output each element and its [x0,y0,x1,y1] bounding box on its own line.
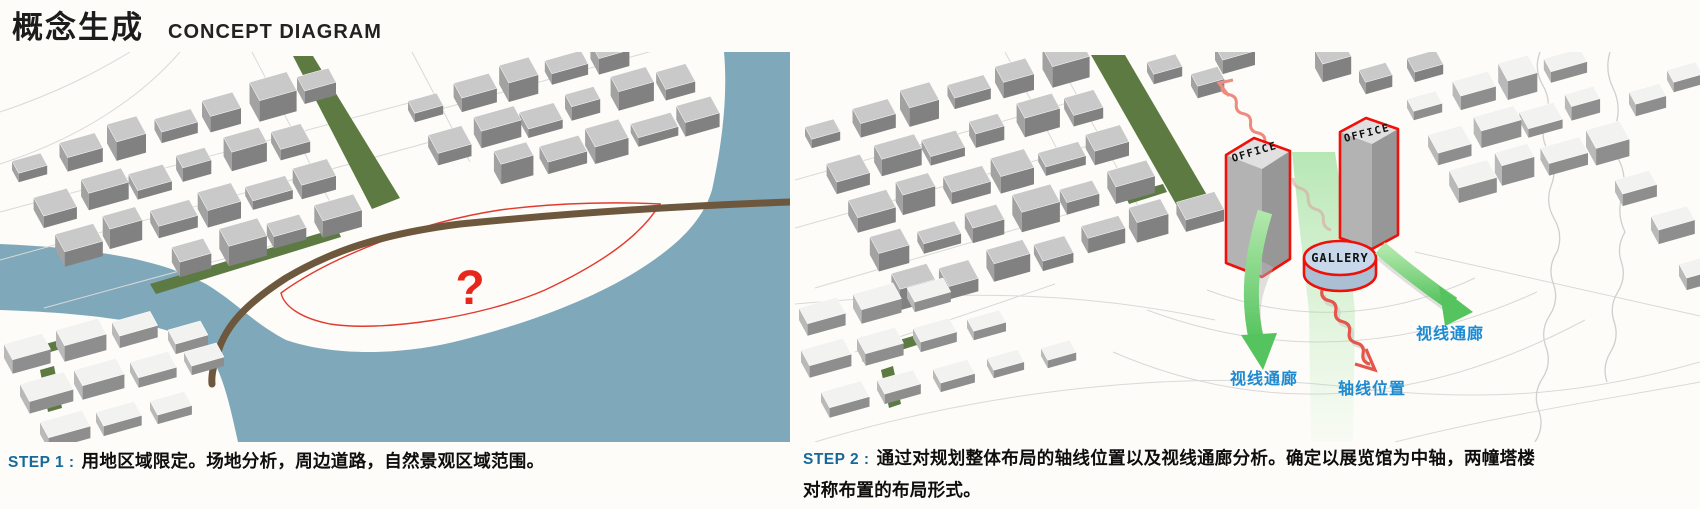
page-header: 概念生成 CONCEPT DIAGRAM [12,2,382,47]
step2-caption-text: 通过对规划整体布局的轴线位置以及视线通廊分析。确定以展览馆为中轴，两幢塔楼对称布… [803,448,1536,500]
office-tower-right: OFFICE [1338,116,1400,251]
step2-diagram-panel: OFFICE OFFICE GALLERY 视线通廊 轴线位置 视线通廊 [795,52,1700,442]
gallery-label: GALLERY [1311,251,1369,265]
riverside-road [208,198,790,388]
axis-position-label: 轴线位置 [1338,379,1406,398]
green-strip [1091,55,1211,213]
page-title-en: CONCEPT DIAGRAM [168,21,382,43]
city-buildings [798,52,1700,418]
step1-caption: STEP 1 : 用地区域限定。场地分析，周边道路，自然景观区域范围。 [8,446,748,478]
axis-arrowhead-top [1216,78,1234,97]
sight-corridor-arrow-left [1241,209,1277,370]
step1-diagram-panel: ? [0,52,790,442]
sight-corridor-label-right: 视线通廊 [1416,324,1484,343]
river [0,52,790,442]
sight-corridor-label-left: 视线通廊 [1230,369,1298,388]
page-title-zh: 概念生成 [12,10,144,45]
axis-arrowhead-bottom [1354,348,1378,373]
step1-caption-text: 用地区域限定。场地分析，周边道路，自然景观区域范围。 [81,451,545,471]
city-buildings [3,52,720,442]
step1-label: STEP 1 : [8,454,75,471]
step2-label: STEP 2 : [803,451,870,468]
step1-site-map: ? [0,52,790,442]
gallery-building: GALLERY [1302,239,1378,293]
step2-concept-map: OFFICE OFFICE GALLERY 视线通廊 轴线位置 视线通廊 [795,52,1700,442]
axis-wavy-line-bottom [1320,289,1371,366]
question-mark: ? [455,262,484,315]
axis-wavy-line-mid [1291,177,1332,232]
step2-caption: STEP 2 :通过对规划整体布局的轴线位置以及视线通廊分析。确定以展览馆为中轴… [803,443,1551,505]
sight-corridor-arrow-right [1375,242,1473,326]
